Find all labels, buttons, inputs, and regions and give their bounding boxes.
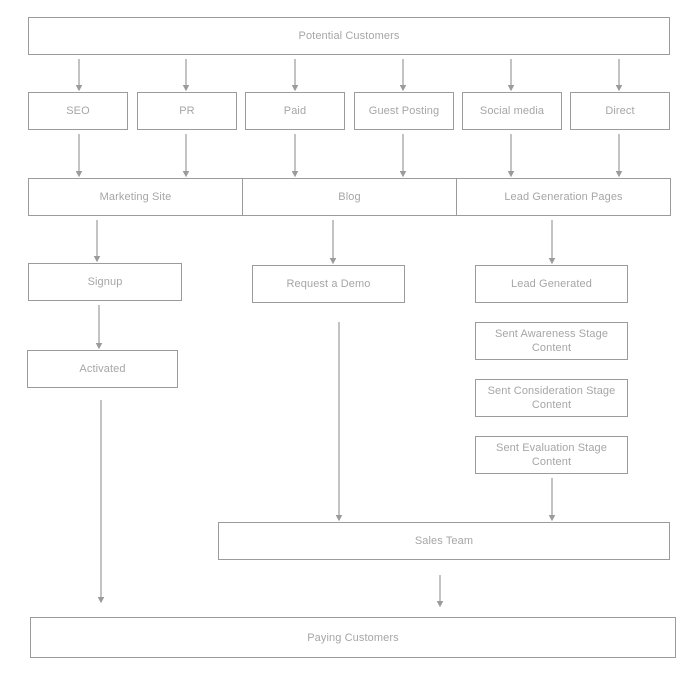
node-pr[interactable]: PR: [137, 92, 237, 130]
node-label: Sent Awareness Stage Content: [494, 328, 609, 354]
node-paid[interactable]: Paid: [245, 92, 345, 130]
node-sent-evaluation-stage-content[interactable]: Sent Evaluation Stage Content: [475, 436, 628, 474]
node-label: Lead Generated: [511, 278, 592, 290]
node-marketing-site[interactable]: Marketing Site: [28, 178, 243, 216]
node-lead-generated[interactable]: Lead Generated: [475, 265, 628, 303]
node-label: Signup: [87, 276, 123, 288]
node-sent-awareness-stage-content[interactable]: Sent Awareness Stage Content: [475, 322, 628, 360]
node-label: Blog: [338, 191, 361, 203]
node-signup[interactable]: Signup: [28, 263, 182, 301]
node-label: Sent Evaluation Stage Content: [496, 442, 607, 468]
node-label: Request a Demo: [286, 278, 371, 290]
node-label: Sent Consideration Stage Content: [487, 385, 616, 411]
node-label: Marketing Site: [99, 191, 172, 203]
node-activated[interactable]: Activated: [27, 350, 178, 388]
node-label: PR: [179, 105, 195, 117]
node-label: Direct: [605, 105, 635, 117]
node-lead-generation-pages[interactable]: Lead Generation Pages: [456, 178, 671, 216]
node-social-media[interactable]: Social media: [462, 92, 562, 130]
node-sales-team[interactable]: Sales Team: [218, 522, 670, 560]
node-paying-customers[interactable]: Paying Customers: [30, 617, 676, 658]
node-label: Sales Team: [414, 535, 474, 547]
node-label: Activated: [79, 363, 126, 375]
node-seo[interactable]: SEO: [28, 92, 128, 130]
node-guest-posting[interactable]: Guest Posting: [354, 92, 454, 130]
node-label: Potential Customers: [298, 30, 400, 42]
node-request-a-demo[interactable]: Request a Demo: [252, 265, 405, 303]
node-sent-consideration-stage-content[interactable]: Sent Consideration Stage Content: [475, 379, 628, 417]
node-blog[interactable]: Blog: [242, 178, 457, 216]
node-direct[interactable]: Direct: [570, 92, 670, 130]
node-label: Paid: [283, 105, 307, 117]
node-label: Paying Customers: [307, 631, 399, 644]
node-label: Lead Generation Pages: [504, 191, 623, 203]
node-label: SEO: [66, 105, 90, 117]
node-label: Guest Posting: [368, 105, 440, 117]
node-potential-customers[interactable]: Potential Customers: [28, 17, 670, 55]
node-label: Social media: [479, 105, 545, 117]
